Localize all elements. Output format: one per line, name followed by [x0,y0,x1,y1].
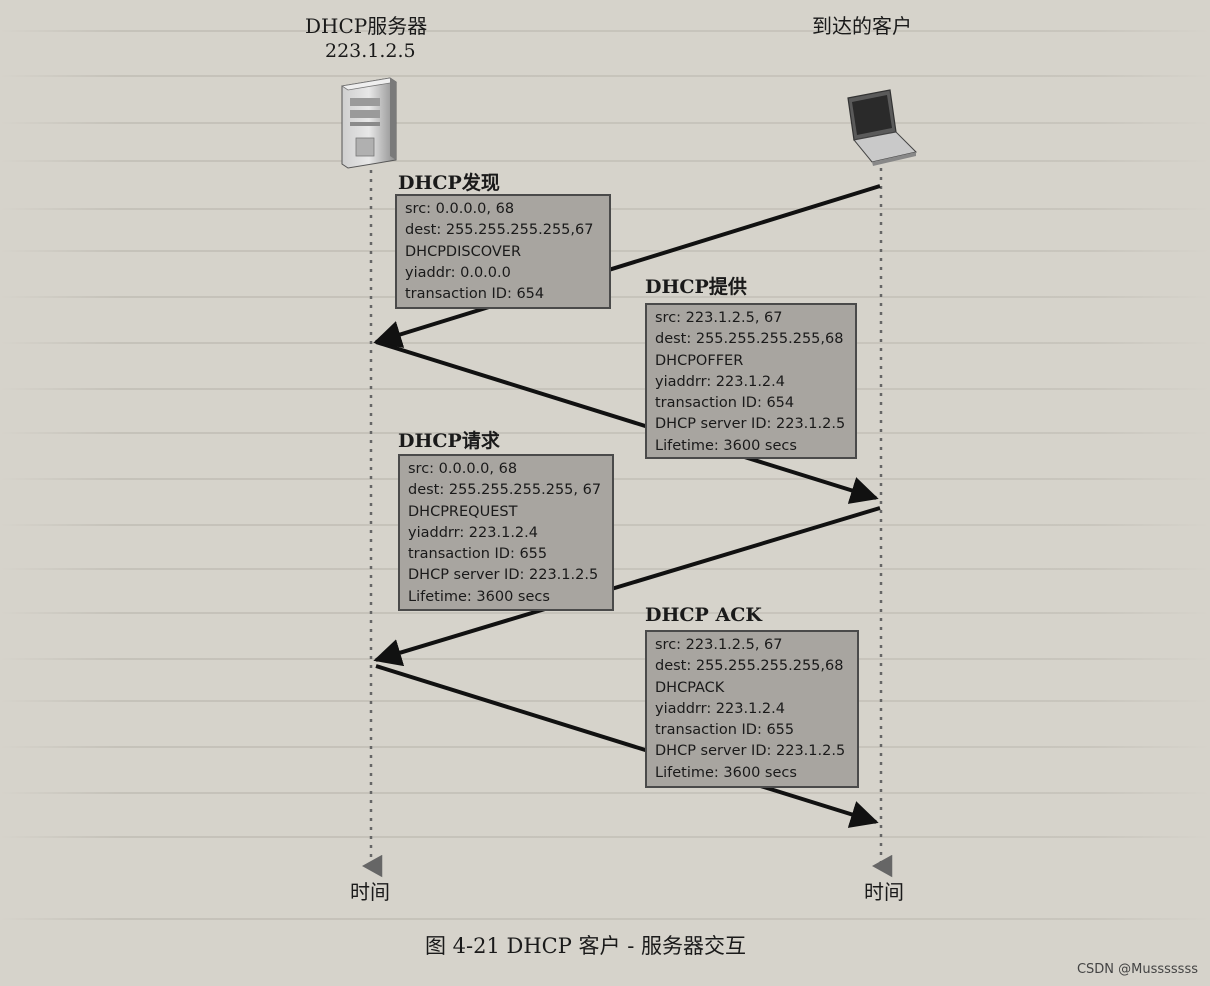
bg-line [0,388,1210,390]
watermark: CSDN @Musssssss [1076,962,1198,977]
message-field: DHCP server ID: 223.1.2.5 [655,416,846,433]
arrow-dhcp-offer [375,340,879,504]
message-field: transaction ID: 654 [655,395,795,412]
message-field: dest: 255.255.255.255,67 [405,222,594,239]
message-field: yiaddrr: 223.1.2.4 [408,524,538,541]
message-field: src: 223.1.2.5, 67 [655,637,783,653]
bg-line [0,658,1210,660]
message-field: transaction ID: 655 [408,546,548,563]
offer-message-box: src: 223.1.2.5, 67 dest: 255.255.255.255… [645,303,857,459]
server-title: DHCP服务器 [305,14,428,38]
bg-line [0,432,1210,434]
message-field: transaction ID: 654 [405,286,545,303]
message-field: src: 0.0.0.0, 68 [405,201,515,217]
offer-title: DHCP提供 [645,276,747,298]
bg-line [0,30,1210,32]
request-title: DHCP请求 [398,430,500,452]
message-field: DHCPOFFER [655,352,744,369]
arrow-dhcp-request [373,506,881,667]
discover-title: DHCP发现 [398,172,500,194]
message-field: yiaddrr: 223.1.2.4 [655,700,785,717]
laptop-icon [847,89,917,166]
bg-line [0,746,1210,748]
message-field: dest: 255.255.255.255,68 [655,658,844,675]
arrow-dhcp-discover [373,184,881,348]
client-time-label: 时间 [864,880,904,904]
server-ip: 223.1.2.5 [325,40,416,62]
request-message-box: src: 0.0.0.0, 68 dest: 255.255.255.255, … [398,454,614,611]
message-field: Lifetime: 3600 secs [655,764,797,781]
bg-line [0,918,1210,920]
server-time-label: 时间 [350,880,390,904]
message-field: src: 223.1.2.5, 67 [655,310,783,326]
discover-message-box: src: 0.0.0.0, 68 dest: 255.255.255.255,6… [395,194,611,309]
ack-message-box: src: 223.1.2.5, 67 dest: 255.255.255.255… [645,630,859,788]
message-field: dest: 255.255.255.255, 67 [408,482,602,499]
message-field: yiaddr: 0.0.0.0 [405,264,511,281]
bg-line [0,836,1210,838]
client-title: 到达的客户 [812,14,912,38]
message-field: transaction ID: 655 [655,722,795,739]
message-field: Lifetime: 3600 secs [408,588,550,605]
bg-line [0,160,1210,162]
message-field: dest: 255.255.255.255,68 [655,331,844,348]
message-field: DHCPDISCOVER [405,243,522,260]
message-field: DHCPREQUEST [408,503,518,520]
message-field: yiaddrr: 223.1.2.4 [655,373,785,390]
arrow-dhcp-ack [375,664,879,828]
ack-title: DHCP ACK [645,604,762,626]
message-field: src: 0.0.0.0, 68 [408,461,518,477]
bg-line [0,342,1210,344]
bg-line [0,75,1210,77]
bg-line [0,122,1210,124]
bg-line [0,792,1210,794]
bg-line [0,700,1210,702]
message-field: DHCP server ID: 223.1.2.5 [655,743,846,760]
message-field: Lifetime: 3600 secs [655,437,797,454]
bg-line [0,612,1210,614]
figure-caption: 图 4-21 DHCP 客户 - 服务器交互 [425,934,746,958]
message-field: DHCPACK [655,679,725,696]
message-field: DHCP server ID: 223.1.2.5 [408,567,599,584]
server-icon [340,77,398,169]
